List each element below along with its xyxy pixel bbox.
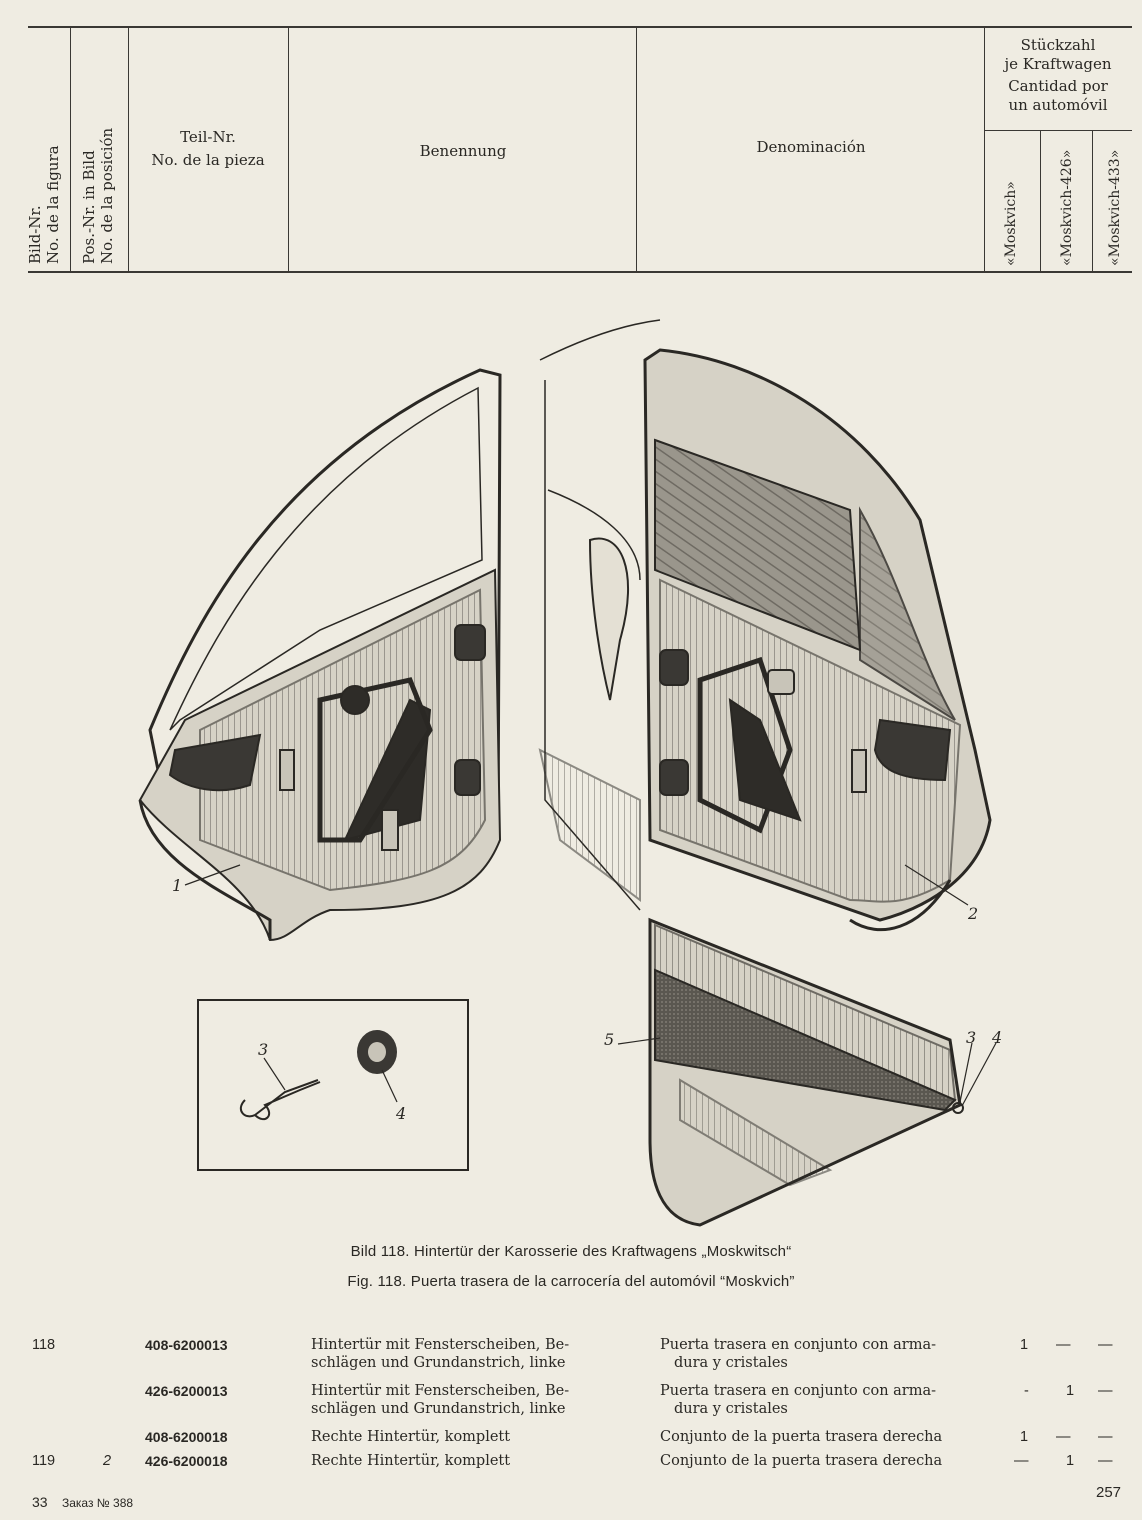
callout-2: 2 [968, 904, 979, 923]
order-number: Заказ № 388 [62, 1496, 134, 1510]
header-part-number: Teil-Nr. No. de la pieza [151, 128, 265, 169]
figure-caption-de: Bild 118. Hintertür der Karosserie des K… [350, 1243, 792, 1260]
callout-5: 5 [604, 1030, 615, 1049]
header-fig-number: Bild-Nr. No. de la figura [26, 145, 62, 264]
figure-caption-es: Fig. 118. Puerta trasera de la carrocerí… [347, 1273, 795, 1290]
header-model-426: «Moskvich-426» [1059, 149, 1075, 266]
right-door-drawing [538, 319, 992, 932]
callout-1: 1 [172, 876, 183, 895]
callout-leaders [184, 864, 997, 1107]
header-model-moskvich: «Moskvich» [1003, 181, 1019, 266]
left-door-drawing [138, 368, 502, 942]
callout-4: 4 [992, 1028, 1003, 1047]
callout-4-inset: 4 [396, 1104, 407, 1123]
door-illustration [138, 319, 997, 1227]
page-number: 257 [1096, 1484, 1122, 1501]
header-table: Bild-Nr. No. de la figura Pos.-Nr. in Bi… [26, 26, 1132, 273]
callout-3: 3 [966, 1028, 977, 1047]
inset-parts-box [197, 999, 469, 1171]
header-model-433: «Moskvich-433» [1107, 149, 1123, 266]
header-name-de: Benennung [419, 142, 507, 160]
sheet-number: 33 [32, 1494, 48, 1510]
header-name-es: Denominación [756, 138, 866, 156]
callout-3-inset: 3 [258, 1040, 269, 1059]
trim-panel-drawing [648, 917, 964, 1227]
header-quantity: Stückzahl je Kraftwagen Cantidad por un … [1004, 36, 1112, 114]
header-pos-number: Pos.-Nr. in Bild No. de la posición [80, 127, 116, 264]
